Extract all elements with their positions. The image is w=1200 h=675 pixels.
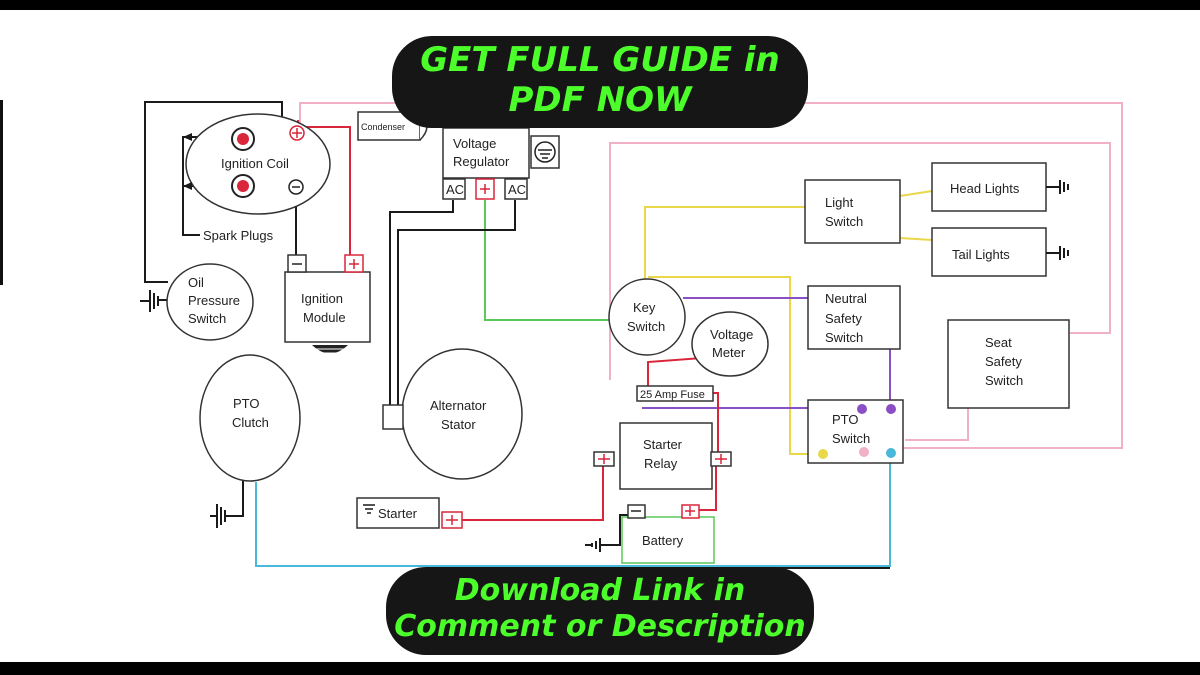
oil-pressure-label-1: Oil	[188, 275, 204, 290]
black-wire-ac-left	[389, 200, 454, 408]
battery-label: Battery	[642, 533, 684, 548]
head-lights-label: Head Lights	[950, 181, 1020, 196]
black-wire-pto-ground	[225, 480, 244, 517]
alternator-label-2: Stator	[441, 417, 476, 432]
left-edge-line	[0, 100, 3, 285]
green-wire-regulator-key	[484, 200, 612, 321]
starter	[356, 497, 463, 529]
oil-pressure-label-2: Pressure	[188, 293, 240, 308]
voltage-meter-label-2: Meter	[712, 345, 746, 360]
ground-icon	[534, 141, 556, 163]
light-switch-label-1: Light	[825, 195, 854, 210]
voltage-regulator-label-2: Regulator	[453, 154, 510, 169]
red-wire-fuse-meter	[647, 357, 703, 393]
oil-pressure-switch	[166, 263, 254, 341]
fuse-label: 25 Amp Fuse	[640, 389, 705, 401]
ignition-module-label-1: Ignition	[301, 291, 343, 306]
arrow-icon	[183, 182, 192, 190]
pink-wire-loop	[299, 102, 1123, 449]
key-switch-label-1: Key	[633, 300, 656, 315]
voltage-regulator-label-1: Voltage	[453, 136, 496, 151]
neutral-label-3: Switch	[825, 330, 863, 345]
red-wire-coil-module	[298, 126, 351, 262]
starter-relay	[593, 422, 732, 490]
ac-left-label: AC	[446, 182, 464, 197]
light-switch-label-2: Switch	[825, 214, 863, 229]
top-banner-line-1: GET FULL GUIDE in	[420, 40, 780, 80]
neutral-safety-switch	[807, 285, 901, 350]
voltage-meter	[691, 311, 769, 377]
pto-terminal-purple-2	[886, 404, 896, 414]
key-switch	[608, 278, 686, 356]
stator-connector	[382, 404, 404, 430]
yellow-wire-tail	[899, 237, 933, 241]
voltage-meter-label-1: Voltage	[710, 327, 753, 342]
pto-terminal-purple-1	[857, 404, 867, 414]
ground-icon	[210, 504, 226, 528]
red-wire-relay-starter	[462, 465, 604, 521]
bottom-banner-line-2: Comment or Description	[394, 609, 806, 644]
ac-right-label: AC	[508, 182, 526, 197]
ac-left-terminal	[442, 178, 466, 200]
bottom-promo-banner: Download Link in Comment or Description	[386, 567, 814, 655]
pto-clutch-label-1: PTO	[233, 396, 260, 411]
pto-switch-label-1: PTO	[832, 412, 859, 427]
seat-label-1: Seat	[985, 335, 1012, 350]
battery	[621, 504, 715, 564]
key-switch-label-2: Switch	[627, 319, 665, 334]
pink-wire-seat-pto	[905, 408, 969, 441]
pto-clutch	[199, 354, 301, 482]
cyan-wire-pto	[255, 453, 891, 567]
yellow-wire-head	[899, 190, 933, 197]
head-lights	[931, 162, 1047, 212]
pto-terminal-yellow	[818, 449, 828, 459]
ignition-coil	[183, 113, 331, 215]
oil-pressure-label-3: Switch	[188, 311, 226, 326]
pto-terminal-pink	[859, 447, 869, 457]
ground-icon	[363, 504, 375, 514]
ground-icon	[1046, 246, 1069, 260]
ground-icon	[140, 290, 159, 312]
ignition-coil-label: Ignition Coil	[221, 156, 289, 171]
pto-switch-label-2: Switch	[832, 431, 870, 446]
starter-relay-label-2: Relay	[644, 456, 678, 471]
starter-label: Starter	[378, 506, 418, 521]
starter-relay-label-1: Starter	[643, 437, 683, 452]
light-switch	[804, 179, 901, 244]
ground-icon	[1046, 180, 1069, 194]
yellow-wire-pto	[648, 276, 823, 455]
ac-right-terminal	[504, 178, 528, 200]
ignition-module-label-2: Module	[303, 310, 346, 325]
neutral-label-2: Safety	[825, 311, 862, 326]
fuse	[636, 385, 714, 402]
pto-switch	[807, 399, 904, 464]
top-promo-banner: GET FULL GUIDE in PDF NOW	[392, 36, 808, 128]
alternator-stator	[401, 348, 523, 480]
neutral-label-1: Neutral	[825, 291, 867, 306]
top-banner-line-2: PDF NOW	[508, 80, 692, 120]
black-wire-ac-right	[397, 200, 516, 408]
ground-icon	[585, 538, 601, 552]
condenser-label: Condenser	[361, 122, 405, 132]
black-wire-coil-oil	[144, 101, 283, 283]
ignition-module	[284, 254, 371, 358]
spark-plugs-label: Spark Plugs	[203, 228, 274, 243]
bottom-banner-line-1: Download Link in	[454, 573, 746, 608]
pto-clutch-label-2: Clutch	[232, 415, 269, 430]
pink-wire-seat	[609, 142, 1111, 380]
pto-terminal-cyan	[886, 448, 896, 458]
seat-label-3: Switch	[985, 373, 1023, 388]
arrow-icon	[183, 133, 192, 141]
alternator-label-1: Alternator	[430, 398, 487, 413]
tail-lights-label: Tail Lights	[952, 247, 1010, 262]
seat-safety-switch	[947, 319, 1070, 409]
yellow-wire-light-switch	[644, 206, 805, 300]
seat-label-2: Safety	[985, 354, 1022, 369]
voltage-regulator	[442, 127, 560, 200]
